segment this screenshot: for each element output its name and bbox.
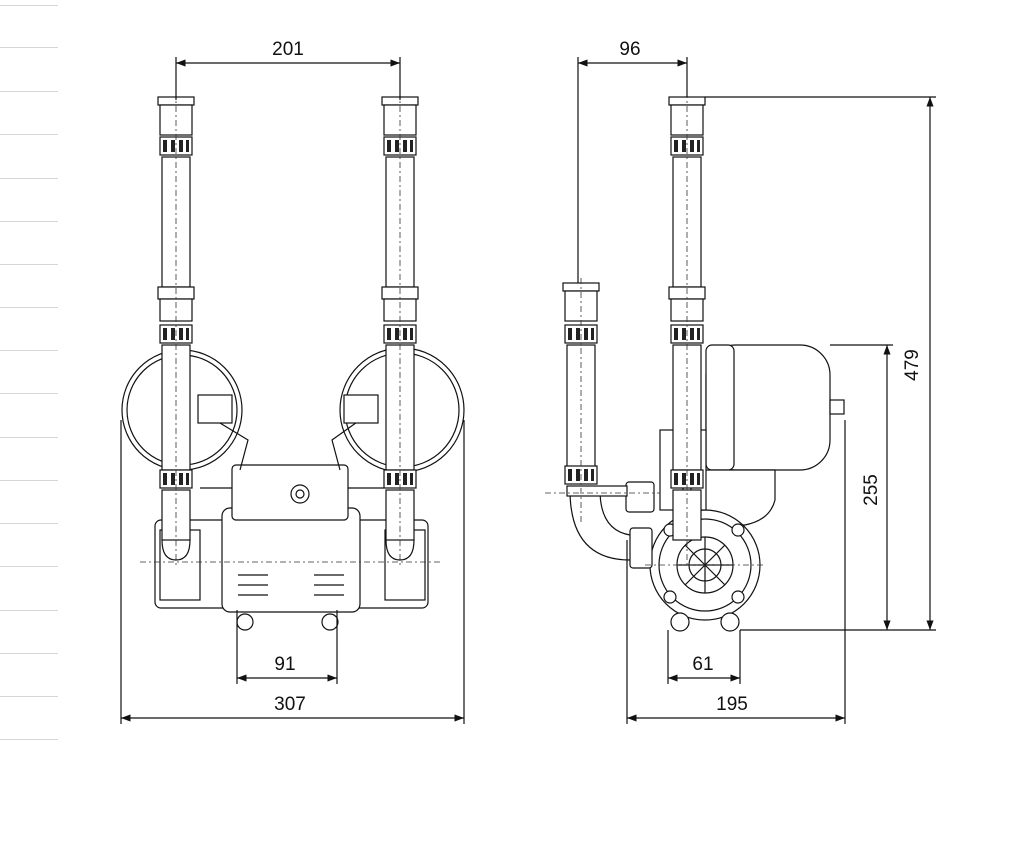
dim-motor-height: 255 xyxy=(861,474,882,506)
dim-pipe-spacing: 201 xyxy=(272,39,304,60)
foot xyxy=(321,613,339,631)
dim-side-feet: 61 xyxy=(692,654,713,675)
rule-line xyxy=(0,566,58,567)
dim-overall-width: 307 xyxy=(274,694,306,715)
rule-line xyxy=(0,350,58,351)
terminal-box xyxy=(231,464,349,521)
rule-line xyxy=(0,5,58,6)
dim-overall-depth: 195 xyxy=(716,694,748,715)
rule-line xyxy=(0,264,58,265)
dim-front-feet: 91 xyxy=(274,654,295,675)
rule-line xyxy=(0,47,58,48)
foot xyxy=(236,613,254,631)
rule-line xyxy=(0,610,58,611)
rule-line xyxy=(0,307,58,308)
front-view xyxy=(121,92,465,631)
motor-body xyxy=(221,507,361,613)
rule-line xyxy=(0,437,58,438)
rule-line xyxy=(0,739,58,740)
rule-line xyxy=(0,178,58,179)
connector xyxy=(197,394,233,424)
rule-line xyxy=(0,134,58,135)
rule-line xyxy=(0,480,58,481)
rule-line xyxy=(0,91,58,92)
dimension-lines xyxy=(120,57,936,724)
side-view xyxy=(545,92,845,632)
rule-line xyxy=(0,696,58,697)
rule-line xyxy=(0,221,58,222)
rule-line xyxy=(0,523,58,524)
dim-pipe-offset: 96 xyxy=(619,39,640,60)
rule-line xyxy=(0,653,58,654)
foot xyxy=(720,612,740,632)
foot xyxy=(670,612,690,632)
dim-overall-height: 479 xyxy=(902,349,923,381)
connector xyxy=(343,394,379,424)
rule-line xyxy=(0,393,58,394)
